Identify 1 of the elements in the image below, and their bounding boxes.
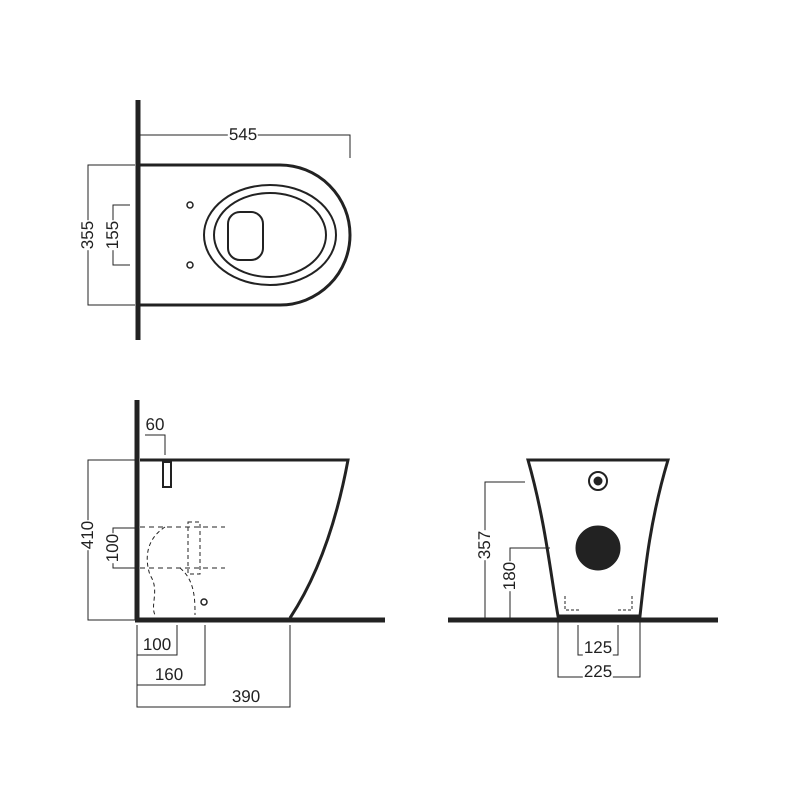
dimension-value: 125 [582,639,614,657]
